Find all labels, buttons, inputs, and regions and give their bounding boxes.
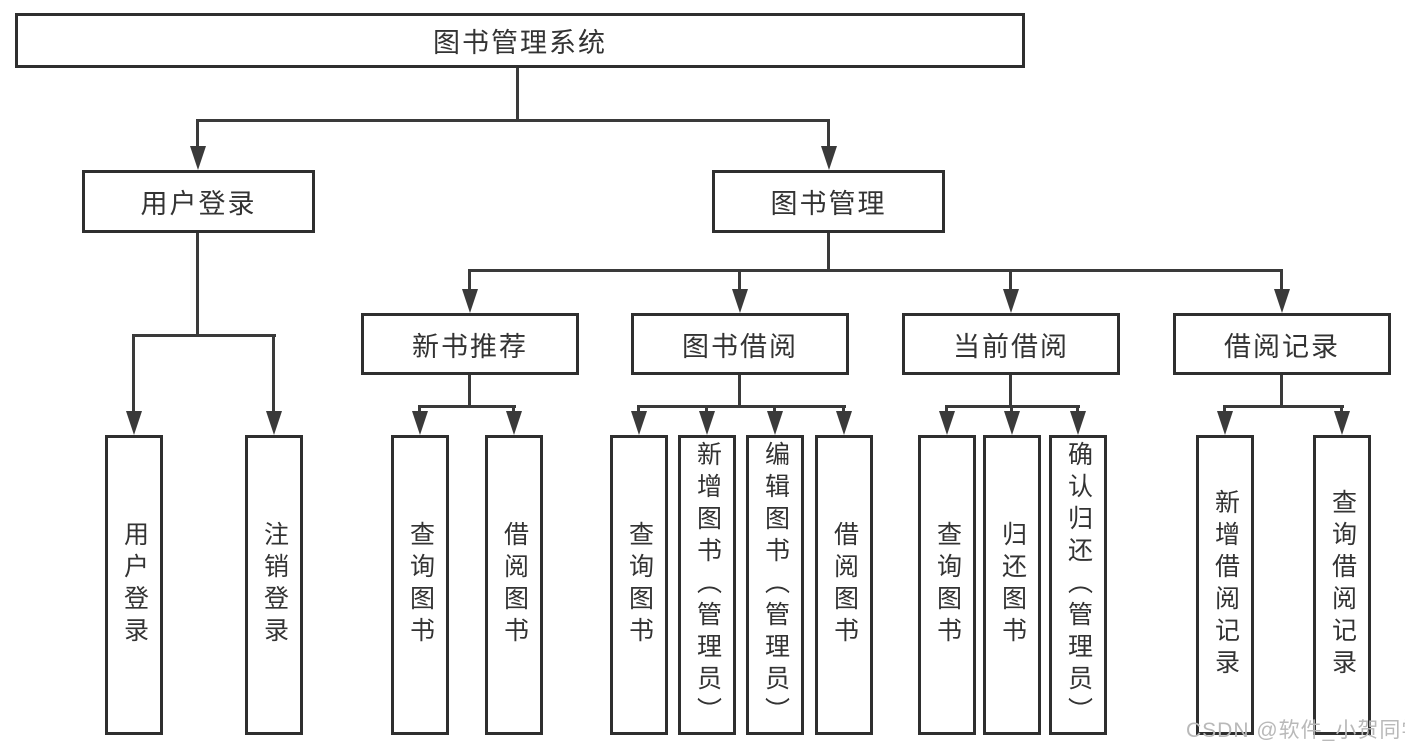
arrowhead-leaf [767, 411, 783, 435]
node-book-management: 图书管理 [712, 170, 945, 233]
connector-drop-leaf-logout [272, 334, 275, 414]
arrowhead-leaf-user-login [126, 411, 142, 435]
leaf-return-books: 归还图书 [983, 435, 1041, 735]
arrowhead-leaf [1004, 411, 1020, 435]
connector-new-book-stem [468, 375, 471, 407]
leaf-borrow-books-recommend: 借阅图书 [485, 435, 543, 735]
arrowhead-leaf [836, 411, 852, 435]
arrowhead-leaf [506, 411, 522, 435]
leaf-add-books-admin: 新增图书（管理员） [678, 435, 736, 735]
arrowhead-borrowing-records [1274, 289, 1290, 313]
arrowhead-new-book [462, 289, 478, 313]
connector-current-borrowing-stem [1009, 375, 1012, 407]
leaf-query-books-borrowing: 查询图书 [610, 435, 668, 735]
leaf-query-books-recommend: 查询图书 [391, 435, 449, 735]
connector-drop [1223, 405, 1226, 415]
connector-book-borrowing-bar [637, 405, 846, 408]
connector-drop [773, 405, 776, 415]
leaf-user-login: 用户登录 [105, 435, 163, 735]
node-library-management-system: 图书管理系统 [15, 13, 1025, 68]
connector-drop [842, 405, 845, 415]
connector-level2-bar [196, 119, 830, 122]
arrowhead-leaf [1334, 411, 1350, 435]
csdn-watermark: CSDN @软件_小贺同学 [1186, 719, 1405, 742]
arrowhead-book-borrowing [732, 289, 748, 313]
connector-drop [1340, 405, 1343, 415]
arrowhead-current-borrowing [1003, 289, 1019, 313]
arrowhead-leaf [631, 411, 647, 435]
connector-user-login-stem [196, 233, 199, 336]
node-new-book-recommendation: 新书推荐 [361, 313, 579, 375]
arrowhead-leaf [939, 411, 955, 435]
leaf-logout: 注销登录 [245, 435, 303, 735]
arrowhead-user-login [190, 146, 206, 170]
node-book-borrowing: 图书借阅 [631, 313, 849, 375]
connector-drop [637, 405, 640, 415]
connector-drop [1076, 405, 1079, 415]
node-user-login: 用户登录 [82, 170, 315, 233]
arrowhead-leaf [1070, 411, 1086, 435]
connector-drop [945, 405, 948, 415]
arrowhead-leaf [699, 411, 715, 435]
node-borrowing-records: 借阅记录 [1173, 313, 1391, 375]
connector-drop [705, 405, 708, 415]
connector-drop-leaf-user-login [132, 334, 135, 414]
connector-drop [512, 405, 515, 415]
leaf-query-books-current: 查询图书 [918, 435, 976, 735]
connector-book-borrowing-stem [738, 375, 741, 407]
connector-book-management-stem [827, 233, 830, 271]
connector-borrowing-records-bar [1223, 405, 1344, 408]
connector-root-stem [516, 68, 519, 120]
leaf-query-borrow-record: 查询借阅记录 [1313, 435, 1371, 735]
connector-drop [418, 405, 421, 415]
connector-drop [1010, 405, 1013, 415]
connector-user-login-bar [132, 334, 276, 337]
connector-new-book-bar [418, 405, 516, 408]
connector-drop-book-management [827, 119, 830, 150]
connector-drop-user-login [196, 119, 199, 150]
connector-drop-current-borrowing [1009, 269, 1012, 293]
leaf-borrow-books: 借阅图书 [815, 435, 873, 735]
leaf-add-borrow-record: 新增借阅记录 [1196, 435, 1254, 735]
leaf-confirm-return-admin: 确认归还（管理员） [1049, 435, 1107, 735]
connector-level3-bar [468, 269, 1283, 272]
connector-borrowing-records-stem [1280, 375, 1283, 407]
connector-drop-new-book [468, 269, 471, 293]
arrowhead-leaf-logout [266, 411, 282, 435]
node-current-borrowing: 当前借阅 [902, 313, 1120, 375]
connector-drop-book-borrowing [738, 269, 741, 293]
arrowhead-book-management [821, 146, 837, 170]
leaf-edit-books-admin: 编辑图书（管理员） [746, 435, 804, 735]
arrowhead-leaf [412, 411, 428, 435]
connector-drop-borrowing-records [1280, 269, 1283, 293]
arrowhead-leaf [1217, 411, 1233, 435]
